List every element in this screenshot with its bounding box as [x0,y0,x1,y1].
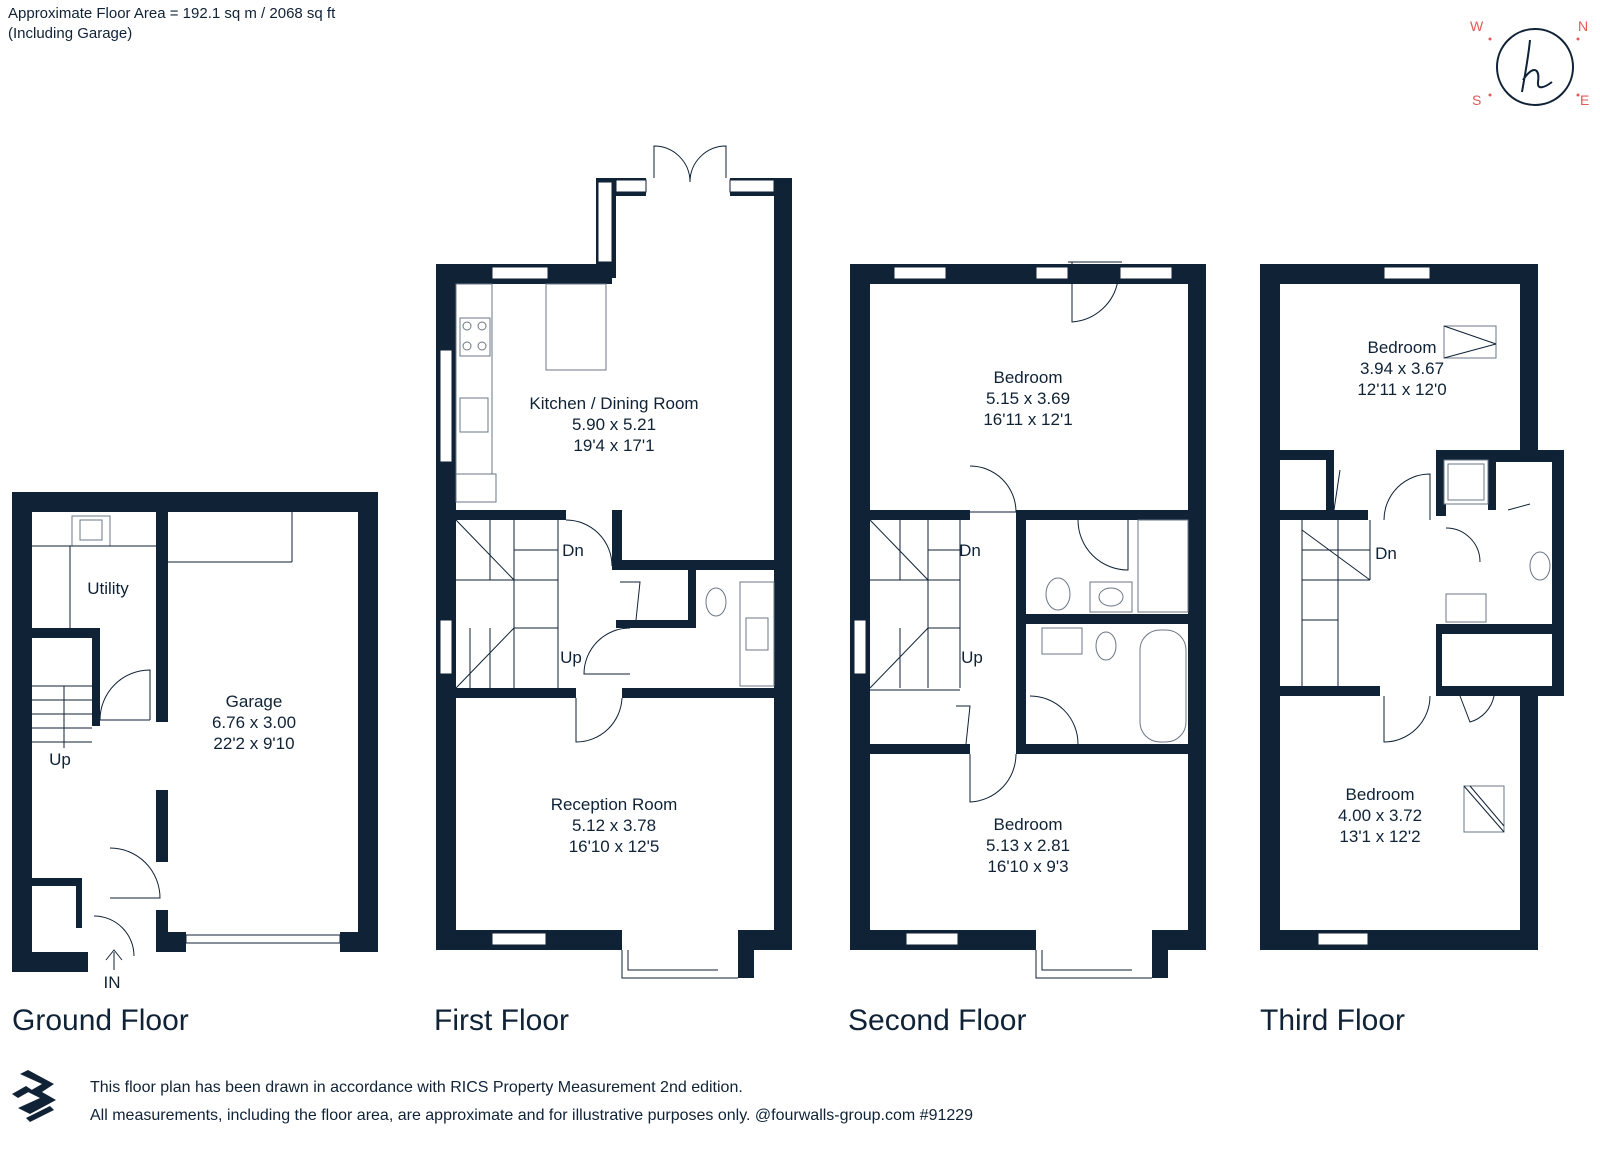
second-bedroom-bottom-metric: 5.13 x 2.81 [986,836,1070,855]
third-bedroom-bottom-metric: 4.00 x 3.72 [1338,806,1422,825]
first-floor-plan [436,145,792,979]
third-bedroom-bottom-imperial: 13'1 x 12'2 [1339,827,1420,846]
reception-metric: 5.12 x 3.78 [572,816,656,835]
second-dn-label: Dn [959,541,981,560]
third-bedroom-top-name: Bedroom [1368,338,1437,357]
floor-area-note: (Including Garage) [8,25,133,42]
third-floor-plan [1260,264,1564,950]
second-bedroom-top-metric: 5.15 x 3.69 [986,389,1070,408]
entrance-label: IN [104,973,121,992]
utility-label: Utility [87,579,129,598]
third-floor-title: Third Floor [1260,1004,1406,1037]
floor-area-line: Approximate Floor Area = 192.1 sq m / 20… [8,5,336,22]
ground-floor-plan [12,492,378,972]
second-bedroom-top-imperial: 16'11 x 12'1 [983,410,1072,429]
third-bedroom-top-imperial: 12'11 x 12'0 [1357,380,1446,399]
kitchen-metric: 5.90 x 5.21 [572,415,656,434]
reception-name: Reception Room [551,795,678,814]
second-floor-plan [850,261,1206,979]
first-up-label: Up [560,648,582,667]
compass-logo: W N S E [1470,18,1590,120]
first-dn-label: Dn [562,541,584,560]
kitchen-name: Kitchen / Dining Room [529,394,698,413]
third-dn-label: Dn [1375,544,1397,563]
rics-statement: This floor plan has been drawn in accord… [90,1079,743,1096]
first-floor-title: First Floor [434,1004,569,1037]
second-floor-title: Second Floor [848,1004,1027,1037]
compass-n: N [1578,18,1589,34]
garage-imperial: 22'2 x 9'10 [213,734,294,753]
compass-w: W [1470,18,1484,34]
garage-metric: 6.76 x 3.00 [212,713,296,732]
compass-e: E [1580,92,1590,108]
disclaimer: All measurements, including the floor ar… [90,1107,974,1124]
second-up-label: Up [961,648,983,667]
reception-imperial: 16'10 x 12'5 [569,837,660,856]
second-bedroom-top-name: Bedroom [994,368,1063,387]
ground-up-label: Up [49,750,71,769]
second-bedroom-bottom-imperial: 16'10 x 9'3 [987,857,1068,876]
third-bedroom-top-metric: 3.94 x 3.67 [1360,359,1444,378]
kitchen-imperial: 19'4 x 17'1 [573,436,654,455]
second-bedroom-bottom-name: Bedroom [994,815,1063,834]
garage-name: Garage [226,692,283,711]
third-bedroom-bottom-name: Bedroom [1346,785,1415,804]
compass-s: S [1472,92,1482,108]
fourwalls-logo-icon [12,1070,56,1122]
ground-floor-title: Ground Floor [12,1004,189,1037]
compass-circle-icon [1488,28,1580,106]
floor-area-info: Approximate Floor Area = 192.1 sq m / 20… [8,4,335,44]
